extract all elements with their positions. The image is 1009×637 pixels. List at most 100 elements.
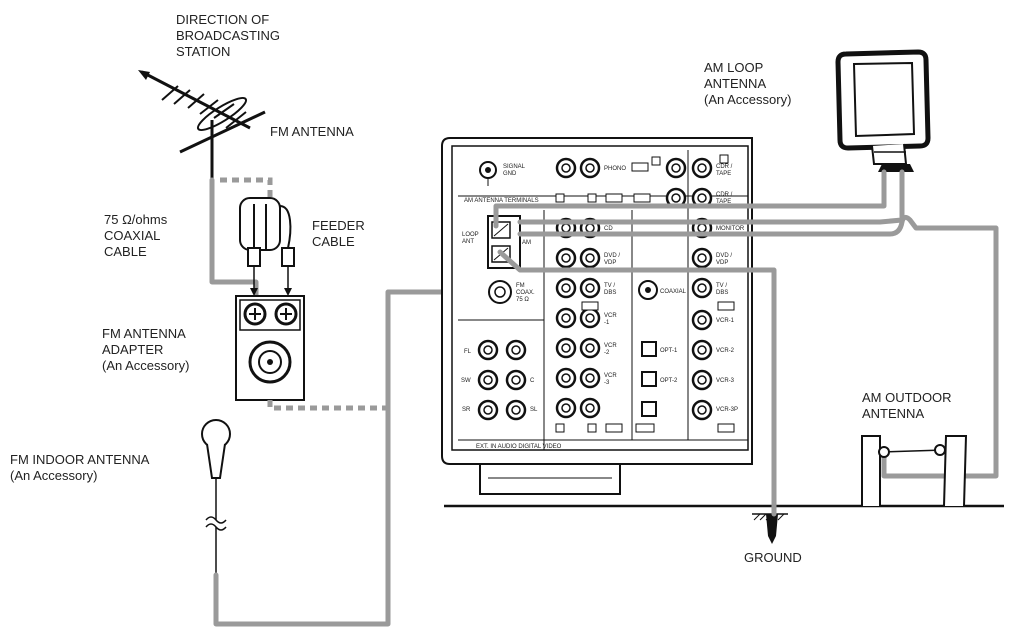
- feeder-cable-icon: [239, 197, 295, 296]
- ext-in-jacks: [477, 339, 527, 421]
- phono-label: PHONO: [604, 166, 626, 172]
- fm-adapter-line-1: FM ANTENNA: [102, 326, 186, 341]
- fm-indoor-cable: [213, 289, 501, 627]
- audio-jack-r[interactable]: [579, 397, 601, 419]
- cdr-tape-out-label-2: TAPE: [716, 199, 731, 205]
- panel-small-badges: [555, 154, 735, 433]
- fm-coax-label-1: FM: [516, 283, 525, 289]
- audio-jack-l[interactable]: [555, 307, 577, 329]
- vcr2-out-label: VCR-2: [716, 348, 735, 354]
- cdr-tape-out-label-1: CDR /: [716, 192, 733, 198]
- fm-adapter-line-3: (An Accessory): [102, 358, 190, 373]
- fm-adapter-line-2: ADAPTER: [102, 342, 164, 357]
- fm-antenna-icon: [138, 70, 266, 190]
- dvd-vdp-label-2: VDP: [604, 260, 616, 266]
- audio-jack-r[interactable]: [579, 367, 601, 389]
- audio-jack-r[interactable]: [579, 247, 601, 269]
- ext-in-jack[interactable]: [477, 399, 499, 421]
- audio-jack-r[interactable]: [579, 307, 601, 329]
- video-jack[interactable]: [691, 339, 713, 361]
- am-antenna-terminal-block[interactable]: [487, 215, 521, 269]
- audio-jack-l[interactable]: [555, 247, 577, 269]
- feeder-line-2: CABLE: [312, 234, 355, 249]
- monitor-label: MONITOR: [716, 226, 745, 232]
- cdr-tape-in-jack-l[interactable]: [665, 157, 687, 179]
- audio-jack-l[interactable]: [555, 277, 577, 299]
- coaxial-line-3: CABLE: [104, 244, 147, 259]
- feeder-line-1: FEEDER: [312, 218, 365, 233]
- video-jack[interactable]: [691, 399, 713, 421]
- vcr2-label-1: VCR: [604, 343, 617, 349]
- direction-line-1: DIRECTION OF: [176, 12, 270, 27]
- digital-input-jacks: [635, 280, 658, 433]
- coaxial-label: COAXIAL: [660, 289, 687, 295]
- am-outdoor-cable: [517, 214, 999, 479]
- feeder-cable-label: FEEDER CABLE: [312, 218, 365, 250]
- vcr1-label-1: VCR: [604, 313, 617, 319]
- audio-jack-l[interactable]: [555, 367, 577, 389]
- feeder-cable-dash: [220, 177, 273, 200]
- am-loop-line-2: ANTENNA: [704, 76, 767, 91]
- ext-in-jack[interactable]: [505, 399, 527, 421]
- dvd-vdp-label-1: DVD /: [604, 253, 620, 259]
- fm-antenna-label: FM ANTENNA: [270, 124, 354, 139]
- vcr3-label-1: VCR: [604, 373, 617, 379]
- vcr1-out-label: VCR-1: [716, 318, 735, 324]
- fm-antenna-adapter-icon: [235, 295, 305, 401]
- tv-dbs-out-label-1: TV /: [716, 283, 727, 289]
- loop-ant-label-2: ANT: [462, 239, 474, 245]
- ground-label: GROUND: [744, 550, 802, 565]
- fm-indoor-label: FM INDOOR ANTENNA (An Accessory): [10, 452, 149, 484]
- sr-label: SR: [462, 407, 471, 413]
- vcr3-out-label: VCR-3: [716, 378, 735, 384]
- video-jack[interactable]: [691, 247, 713, 269]
- video-jacks: [665, 157, 713, 421]
- am-loop-antenna-icon: [835, 49, 931, 172]
- fm-coax-label-3: 75 Ω: [516, 297, 529, 303]
- c-label: C: [530, 378, 535, 384]
- fm-indoor-antenna-icon: [201, 419, 231, 575]
- am-loop-line-1: AM LOOP: [704, 60, 764, 75]
- cdr-tape-in-jack-r[interactable]: [691, 157, 713, 179]
- coaxial-cable-label: 75 Ω/ohms COAXIAL CABLE: [104, 212, 167, 260]
- audio-jack-r[interactable]: [579, 337, 601, 359]
- cdr-tape-in-label-2: TAPE: [716, 171, 731, 177]
- signal-gnd-terminal[interactable]: [479, 161, 497, 186]
- loop-ant-label-1: LOOP: [462, 232, 479, 238]
- cdr-tape-in-label-1: CDR /: [716, 164, 733, 170]
- ext-in-jack[interactable]: [505, 369, 527, 391]
- ext-in-jack[interactable]: [505, 339, 527, 361]
- am-terminal-label: AM: [522, 240, 531, 246]
- fl-label: FL: [464, 349, 472, 355]
- am-outdoor-line-1: AM OUTDOOR: [862, 390, 952, 405]
- ground-rod-icon: [752, 513, 788, 544]
- direction-line-2: BROADCASTING: [176, 28, 281, 43]
- phono-jack-l[interactable]: [555, 157, 577, 179]
- fm-coax-jack[interactable]: [488, 280, 512, 304]
- am-loop-label: AM LOOP ANTENNA (An Accessory): [704, 60, 791, 108]
- audio-jack-r[interactable]: [579, 277, 601, 299]
- vcr3-label-2: -3: [604, 380, 610, 386]
- audio-jack-l[interactable]: [555, 337, 577, 359]
- am-outdoor-label: AM OUTDOOR ANTENNA: [862, 390, 952, 422]
- ext-in-jack[interactable]: [477, 339, 499, 361]
- vcr2-label-2: -2: [604, 350, 610, 356]
- audio-jack-l[interactable]: [555, 397, 577, 419]
- signal-gnd-label-1: SIGNAL: [503, 164, 526, 170]
- video-jack[interactable]: [691, 309, 713, 331]
- vcr3p-label: VCR-3P: [716, 407, 738, 413]
- adapter-output-dash: [267, 400, 388, 411]
- am-loop-line-3: (An Accessory): [704, 92, 792, 107]
- tv-dbs-label-1: TV /: [604, 283, 615, 289]
- fm-adapter-label: FM ANTENNA ADAPTER (An Accessory): [102, 326, 189, 374]
- phono-jack-r[interactable]: [579, 157, 601, 179]
- am-outdoor-line-2: ANTENNA: [862, 406, 925, 421]
- sw-label: SW: [461, 378, 471, 384]
- ext-in-jack[interactable]: [477, 369, 499, 391]
- video-jack[interactable]: [691, 277, 713, 299]
- video-jack[interactable]: [691, 369, 713, 391]
- coaxial-line-2: COAXIAL: [104, 228, 161, 243]
- tv-dbs-out-label-2: DBS: [716, 290, 728, 296]
